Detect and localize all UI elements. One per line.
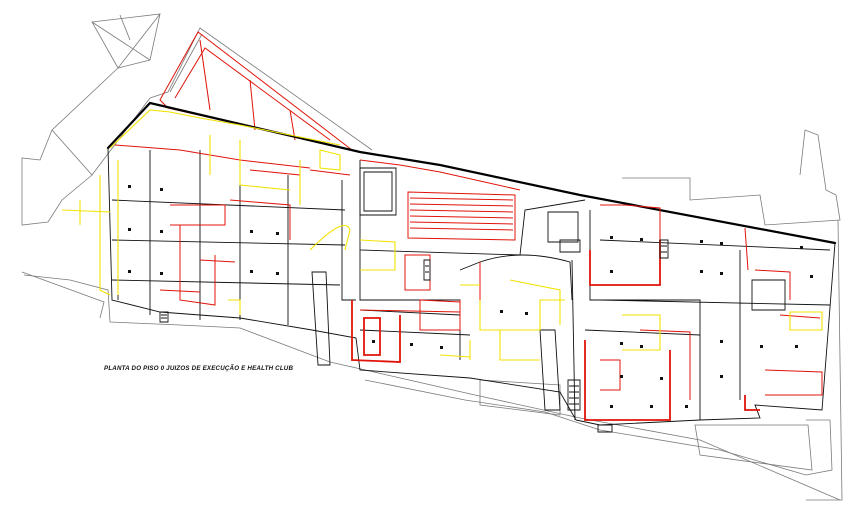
building-outline [106, 101, 837, 426]
stairs [159, 239, 669, 433]
red-overlay [114, 144, 823, 421]
context-buildings [21, 13, 843, 501]
structural-columns [128, 185, 813, 408]
drawing-caption: PLANTA DO PISO 0 JUIZOS DE EXECUÇÃO E HE… [104, 365, 294, 372]
yellow-overlay [61, 109, 823, 361]
